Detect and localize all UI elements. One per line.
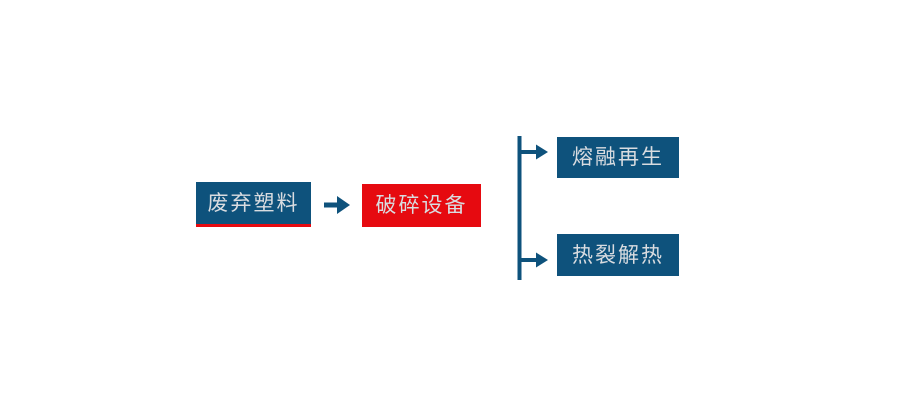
branch-bracket-icon [517, 136, 548, 280]
node-pyrolysis-heat: 热裂解热 [557, 234, 679, 276]
node-pyrolysis-heat-label: 热裂解热 [572, 243, 664, 267]
node-crushing-equipment: 破碎设备 [362, 184, 481, 227]
node-melt-regeneration: 熔融再生 [557, 137, 679, 178]
node-melt-regeneration-label: 熔融再生 [572, 146, 664, 169]
node-waste-plastic: 废弃塑料 [196, 182, 311, 227]
node-crushing-equipment-label: 破碎设备 [375, 194, 468, 217]
node-waste-plastic-label: 废弃塑料 [207, 191, 300, 215]
arrow-right-icon [324, 196, 350, 214]
